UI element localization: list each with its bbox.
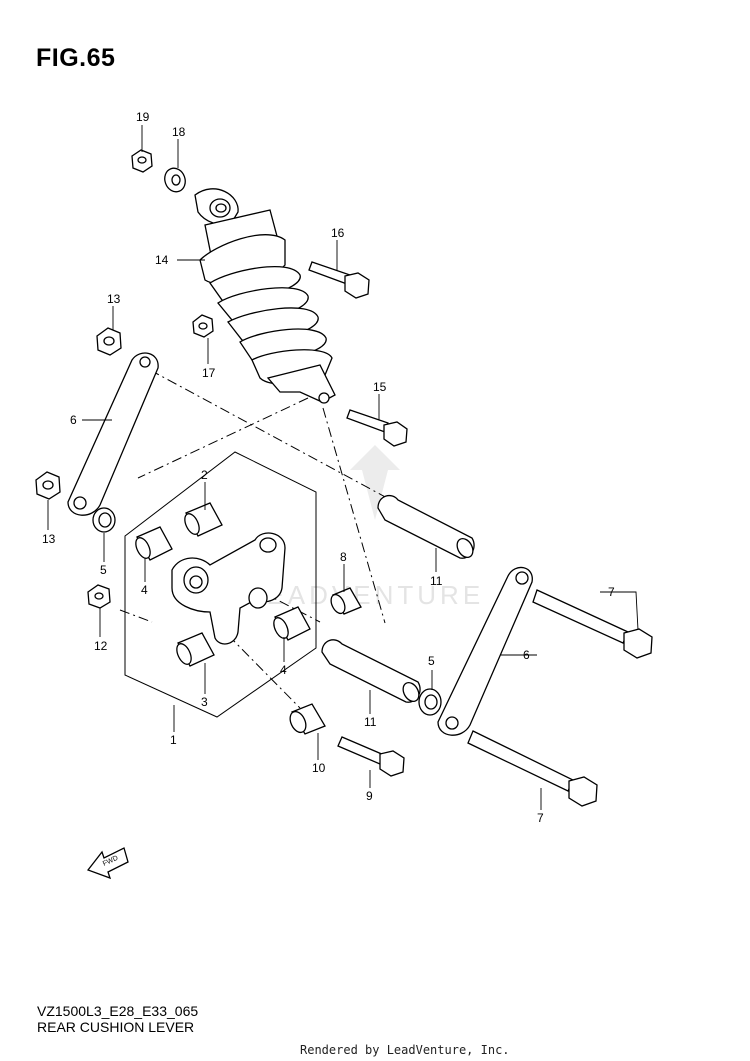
callout-13-upper: 13 — [107, 292, 121, 306]
spacer-10[interactable] — [287, 703, 326, 735]
callout-8: 8 — [340, 550, 347, 564]
callout-labels: 19 18 16 14 13 17 15 6 2 13 5 8 4 11 7 1… — [42, 110, 615, 825]
nut-13-lower[interactable] — [35, 471, 61, 500]
callout-9: 9 — [366, 789, 373, 803]
render-credit: Rendered by LeadVenture, Inc. — [300, 1043, 510, 1057]
washer-5-right[interactable] — [418, 688, 442, 716]
bearing-3[interactable] — [174, 632, 215, 667]
callout-5-right: 5 — [428, 654, 435, 668]
sleeve-11-upper[interactable] — [377, 494, 476, 561]
callout-2: 2 — [201, 468, 208, 482]
shock-absorber-14[interactable] — [194, 188, 336, 404]
callout-16: 16 — [331, 226, 345, 240]
callout-19: 19 — [136, 110, 150, 124]
leader-lines — [47, 125, 639, 810]
figure-title: FIG.65 — [36, 44, 116, 72]
callout-7-lower: 7 — [537, 811, 544, 825]
cushion-lever[interactable] — [171, 532, 286, 645]
bolt-15[interactable] — [346, 409, 408, 447]
washer-5-left[interactable] — [92, 507, 116, 533]
watermark-text: LEADVENTURE — [248, 580, 484, 610]
part-1-assembly-outline — [124, 451, 317, 718]
callout-7-upper: 7 — [608, 585, 615, 599]
callout-18: 18 — [172, 125, 186, 139]
bolt-7-upper[interactable] — [532, 589, 653, 659]
callout-1: 1 — [170, 733, 177, 747]
callout-13-lower: 13 — [42, 532, 56, 546]
nut-12[interactable] — [87, 584, 111, 609]
bolt-16[interactable] — [308, 261, 370, 299]
model-code: VZ1500L3_E28_E33_065 — [37, 1003, 199, 1019]
nut-19[interactable] — [131, 149, 153, 173]
callout-10: 10 — [312, 761, 326, 775]
callout-5-left: 5 — [100, 563, 107, 577]
bearing-4-left[interactable] — [133, 526, 173, 561]
callout-6-right: 6 — [523, 648, 530, 662]
callout-3: 3 — [201, 695, 208, 709]
callout-4-right: 4 — [280, 663, 287, 677]
watermark: LEADVENTURE — [248, 445, 484, 610]
spacer-8[interactable] — [328, 587, 362, 616]
sleeve-11-lower[interactable] — [321, 639, 422, 704]
bolt-9[interactable] — [337, 736, 405, 777]
callout-11-upper: 11 — [430, 574, 443, 588]
fwd-arrow-icon: FWD — [86, 847, 129, 880]
link-rod-6-right[interactable] — [437, 566, 533, 736]
figure-subtitle: REAR CUSHION LEVER — [37, 1019, 195, 1035]
bearing-2[interactable] — [182, 502, 223, 537]
washer-18[interactable] — [161, 165, 188, 194]
callout-14: 14 — [155, 253, 169, 267]
callout-15: 15 — [373, 380, 387, 394]
nut-13-upper[interactable] — [96, 327, 122, 356]
callout-12: 12 — [94, 639, 108, 653]
bearing-4-right[interactable] — [271, 606, 311, 641]
nut-17[interactable] — [192, 314, 214, 338]
callout-4-left: 4 — [141, 583, 148, 597]
callout-6-left: 6 — [70, 413, 77, 427]
callout-17: 17 — [202, 366, 216, 380]
callout-11-lower: 11 — [364, 715, 377, 729]
bolt-7-lower[interactable] — [467, 730, 598, 807]
reference-lines — [119, 369, 466, 709]
link-rod-6-left[interactable] — [67, 352, 159, 516]
